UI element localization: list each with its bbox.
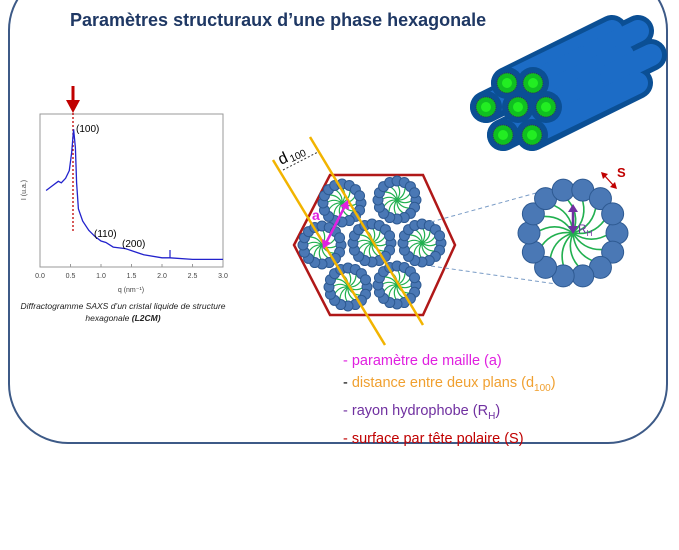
slide-frame: [8, 0, 668, 444]
x-axis-label: q (nm⁻¹): [118, 287, 144, 294]
micelle: [317, 178, 367, 228]
micelle: [323, 262, 373, 312]
caption-line-2: hexagonale: [85, 313, 132, 323]
x-tick-label: 3.0: [218, 273, 228, 280]
d100-measure-line: [282, 151, 319, 171]
micelle: [397, 218, 447, 268]
x-tick-label: 2.0: [157, 273, 167, 280]
lattice-plane-1: [271, 159, 387, 346]
plot-caption: Diffractogramme SAXS d’un cristal liquid…: [14, 300, 232, 324]
x-tick-label: 0.5: [66, 273, 76, 280]
lattice-parameter-arrow-icon: [322, 200, 349, 249]
y-axis-label: I (u.a.): [21, 180, 28, 200]
legend-item-rh: - rayon hydrophobe (RH): [343, 402, 501, 422]
x-tick-label: 0.0: [35, 273, 45, 280]
x-tick-label: 1.0: [96, 273, 106, 280]
hexagonal-cylinder-bundle: [470, 15, 667, 151]
peak-label-110: (110): [94, 229, 117, 240]
zoom-line-bottom: [430, 265, 571, 287]
legend: - paramètre de maille (a) - distance ent…: [343, 350, 556, 450]
legend-item-a: - paramètre de maille (a): [343, 353, 502, 369]
caption-line-1: Diffractogramme SAXS d’un cristal liquid…: [20, 301, 226, 311]
rh-label: RH: [578, 222, 593, 238]
micelle: [347, 218, 397, 268]
saxs-curve: [45, 129, 223, 261]
hexagonal-cell: [292, 173, 457, 317]
a-label: a: [312, 207, 320, 223]
down-arrow-icon: [66, 86, 80, 113]
d100-label: d100: [276, 141, 309, 169]
peak-label-200: (200): [122, 239, 145, 250]
head-surface-arrow-icon: [601, 172, 617, 189]
hydrophobic-radius-arrow-icon: [568, 204, 578, 234]
x-tick-label: 1.5: [127, 273, 137, 280]
legend-item-d100: - distance entre deux plans (d100): [343, 375, 556, 394]
micelle: [297, 220, 347, 270]
caption-ref: (L2CM): [131, 313, 161, 323]
x-tick-label: 2.5: [188, 273, 198, 280]
legend-item-s: - surface par tête polaire (S): [343, 430, 524, 447]
lattice-plane-2: [308, 136, 425, 326]
micelle: [372, 175, 422, 225]
s-label: S: [617, 165, 626, 180]
slide-title: Paramètres structuraux d’une phase hexag…: [70, 10, 487, 30]
micelle-lattice: [297, 175, 447, 312]
micelle: [372, 260, 422, 310]
peak-label-100: (100): [76, 124, 99, 135]
